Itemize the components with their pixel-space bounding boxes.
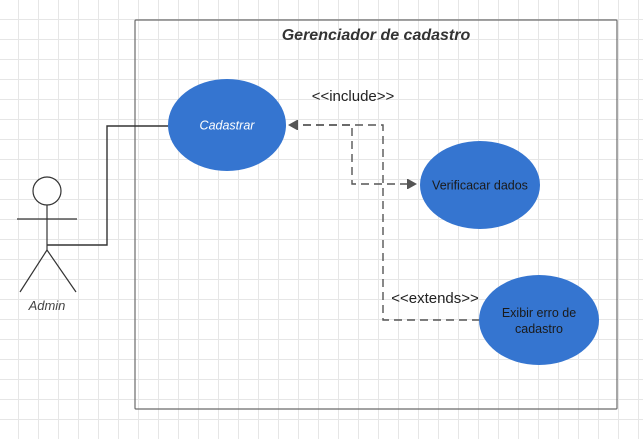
use-case-verificar-dados[interactable] <box>420 141 540 229</box>
actor-admin-label: Admin <box>28 298 66 313</box>
include-connector[interactable] <box>290 124 415 184</box>
use-case-exibir-erro-label-line-1: Exibir erro de <box>502 306 576 320</box>
extend-connector[interactable] <box>290 125 480 321</box>
extend-stereotype-label: <<extends>> <box>391 290 479 307</box>
association-line[interactable] <box>47 125 168 246</box>
use-case-exibir-erro[interactable] <box>479 275 599 365</box>
include-stereotype-label: <<include>> <box>312 88 395 105</box>
use-case-cadastrar-label: Cadastrar <box>200 119 256 133</box>
use-case-exibir-erro-label-line-2: cadastro <box>515 322 563 336</box>
actor-admin[interactable] <box>17 176 77 293</box>
system-boundary[interactable] <box>134 19 618 410</box>
actor-right-leg <box>46 249 77 293</box>
use-case-verificar-dados-label: Verificacar dados <box>432 179 528 193</box>
actor-head <box>32 176 62 206</box>
system-boundary-title: Gerenciador de cadastro <box>282 27 471 44</box>
actor-left-leg <box>19 249 48 293</box>
use-case-cadastrar[interactable] <box>168 79 286 171</box>
